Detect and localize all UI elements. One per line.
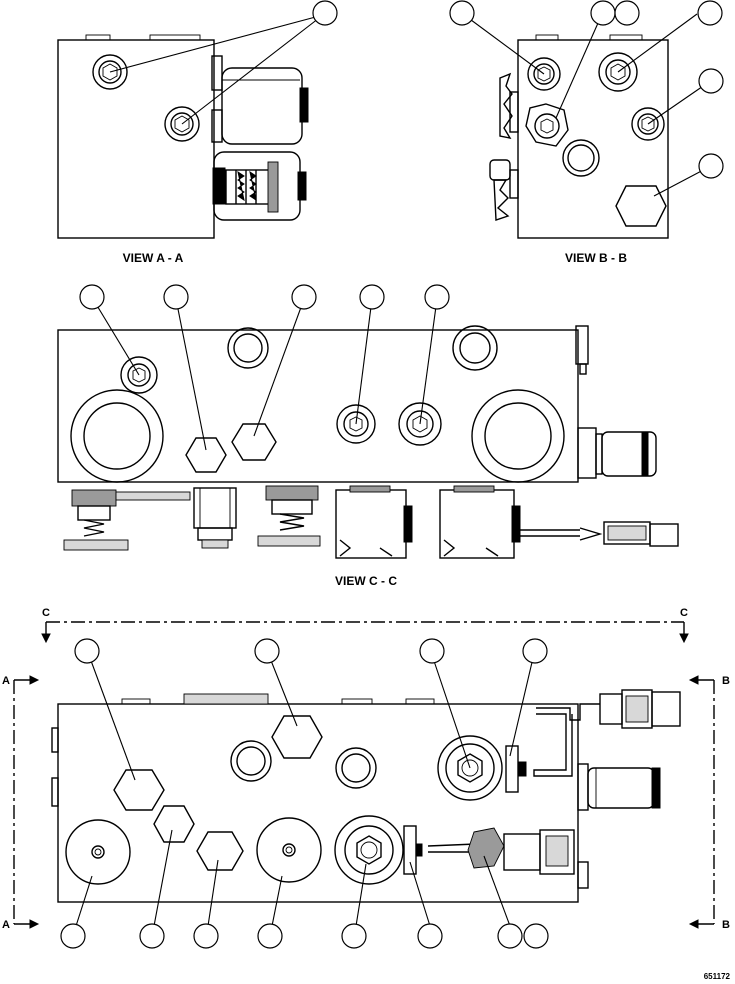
main-wire-connector (427, 827, 575, 875)
view-c-hex-plug-1 (185, 437, 227, 473)
main-manifold-body (57, 703, 579, 903)
section-a-top-label: A (2, 675, 10, 687)
view-c-callout-2 (163, 284, 189, 310)
main-callout-top-1 (74, 638, 100, 664)
view-c-end-solenoid (577, 427, 657, 479)
view-c-bottom-valve-2 (257, 485, 321, 547)
section-a-bottom-label: A (2, 919, 10, 931)
main-plug-port-2 (335, 747, 377, 789)
view-c-bottom-valve-1 (63, 489, 129, 551)
view-c-large-port-right (471, 389, 565, 483)
view-c-solenoid-1 (335, 485, 413, 559)
main-callout-bottom-8 (523, 923, 549, 949)
main-callout-top-2 (254, 638, 280, 664)
view-c-cap-screw-1 (120, 356, 158, 394)
view-b-hex-plug (615, 185, 667, 227)
view-b-side-fitting-lower (489, 159, 519, 221)
view-c-callout-3 (291, 284, 317, 310)
view-a-solenoid-lower (212, 151, 307, 221)
main-callout-bottom-4 (257, 923, 283, 949)
view-c-large-port-left (70, 389, 164, 483)
view-c-bottom-plate (115, 491, 191, 501)
main-hex-plug-4 (196, 831, 244, 871)
view-c-c: VIEW C - C (57, 284, 679, 588)
view-b-callout-4 (697, 0, 723, 26)
view-c-cap-screw-2 (336, 404, 376, 444)
view-b-cap-screw-left (527, 57, 561, 91)
view-b-callout-6 (698, 153, 724, 179)
main-callout-bottom-1 (60, 923, 86, 949)
main-callout-bottom-7 (497, 923, 523, 949)
view-c-plug-port-1 (227, 327, 269, 369)
view-a-a: VIEW A - A (57, 0, 338, 265)
main-side-plug (577, 861, 589, 889)
section-c-left-label: C (42, 607, 50, 619)
section-b-bottom-label: B (722, 919, 730, 931)
view-b-side-fitting-upper (499, 72, 519, 139)
view-c-cap-screw-3 (398, 402, 442, 446)
view-b-manifold-body (517, 39, 669, 239)
view-a-a-label: VIEW A - A (123, 251, 184, 265)
view-b-callout-2 (590, 0, 616, 26)
view-a-cap-screw-top (92, 54, 128, 90)
main-callout-bottom-5 (341, 923, 367, 949)
view-c-callout-1 (79, 284, 105, 310)
view-a-solenoid-upper (211, 55, 309, 145)
view-b-plug-port (562, 139, 600, 177)
view-a-manifold-body (57, 39, 215, 239)
main-top-connector (533, 689, 681, 777)
view-c-solenoid-2 (439, 485, 521, 559)
view-a-callout-1 (312, 0, 338, 26)
section-c-right-label: C (680, 607, 688, 619)
view-b-callout-3 (614, 0, 640, 26)
main-callout-bottom-3 (193, 923, 219, 949)
main-hex-plug-1 (113, 769, 165, 811)
main-hex-plug-3 (153, 805, 195, 843)
view-a-cap-screw-mid (164, 106, 200, 142)
view-c-wire-connector (520, 521, 679, 547)
main-callout-top-3 (419, 638, 445, 664)
view-b-hex-fitting (525, 103, 569, 147)
main-plug-port-1 (230, 740, 272, 782)
main-callout-top-4 (522, 638, 548, 664)
view-c-manifold-body (57, 329, 579, 483)
view-c-hex-plug-2 (231, 423, 277, 461)
view-b-b-label: VIEW B - B (565, 251, 627, 265)
main-solenoid-valve-bottom (334, 815, 423, 885)
view-c-c-label: VIEW C - C (335, 574, 397, 588)
main-round-cap-2 (256, 817, 322, 883)
view-c-callout-4 (359, 284, 385, 310)
view-b-b: VIEW B - B (449, 0, 724, 265)
section-b-top-label: B (722, 675, 730, 687)
main-hex-plug-2 (271, 715, 323, 759)
view-c-callout-5 (424, 284, 450, 310)
view-c-cartridge (193, 487, 237, 549)
main-callout-bottom-6 (417, 923, 443, 949)
view-c-plug-port-2 (452, 325, 498, 371)
main-round-cap-1 (65, 819, 131, 885)
view-b-callout-5 (698, 68, 724, 94)
main-end-solenoid (577, 763, 661, 811)
view-b-cap-screw-right (598, 52, 638, 92)
view-b-callout-1 (449, 0, 475, 26)
main-callout-bottom-2 (139, 923, 165, 949)
main-view: C C A A B B (2, 607, 730, 949)
figure-reference-number: 651172 (704, 972, 731, 981)
